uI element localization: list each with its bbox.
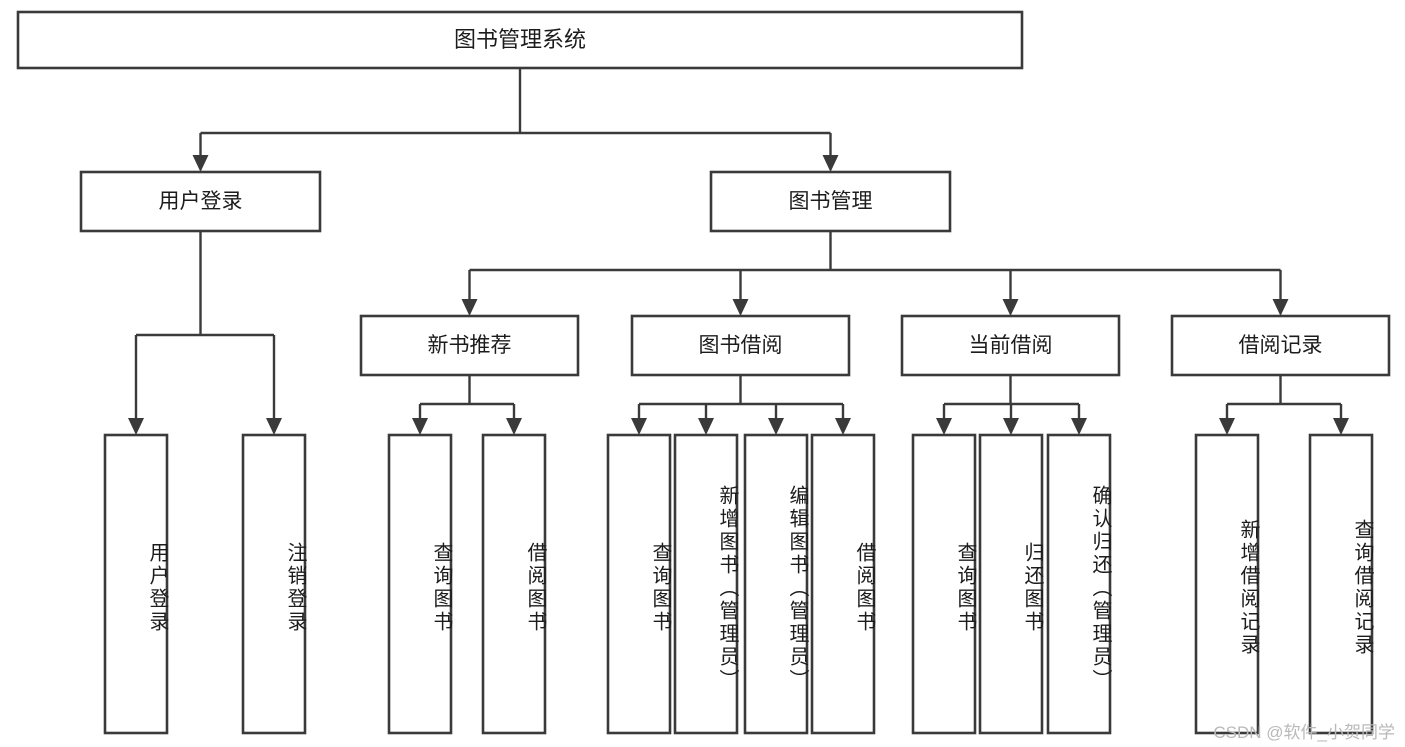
node-box-leaf-return-book[interactable] bbox=[978, 433, 1044, 735]
connector-layer bbox=[128, 68, 1349, 435]
arrow-head-icon-book-manage bbox=[822, 155, 839, 172]
node-box-leaf-add-record[interactable] bbox=[1194, 433, 1260, 735]
arrow-head-icon-new-book-rec bbox=[461, 299, 478, 316]
node-box-book-manage[interactable] bbox=[709, 170, 952, 233]
node-label-user-login: 用户登录 bbox=[159, 190, 243, 213]
node-box-leaf-edit-book[interactable] bbox=[743, 433, 809, 735]
node-label-book-borrow: 图书借阅 bbox=[699, 334, 783, 357]
node-box-leaf-add-book[interactable] bbox=[673, 433, 739, 735]
node-box-user-login[interactable] bbox=[79, 170, 322, 233]
arrow-head-icon-book-borrow bbox=[732, 299, 749, 316]
arrow-head-icon-current-borrow bbox=[1002, 299, 1019, 316]
watermark-text: CSDN @软件_小贺同学 bbox=[1213, 723, 1395, 742]
node-box-leaf-query-book-3[interactable] bbox=[911, 433, 977, 735]
node-box-leaf-query-book-2[interactable] bbox=[606, 433, 672, 735]
arrow-head-icon-leaf-return-book bbox=[1003, 418, 1019, 435]
arrow-head-icon-leaf-edit-book bbox=[768, 418, 784, 435]
arrow-head-icon-leaf-query-record bbox=[1333, 418, 1349, 435]
arrow-head-icon-leaf-borrow-book-2 bbox=[835, 418, 851, 435]
arrow-head-icon-leaf-query-book-1 bbox=[412, 418, 428, 435]
arrow-head-icon-leaf-query-book-3 bbox=[936, 418, 952, 435]
node-label-current-borrow: 当前借阅 bbox=[969, 334, 1053, 357]
node-label-new-book-rec: 新书推荐 bbox=[428, 334, 512, 357]
node-box-leaf-borrow-book-1[interactable] bbox=[481, 433, 547, 735]
node-box-leaf-borrow-book-2[interactable] bbox=[810, 433, 876, 735]
node-box-root[interactable] bbox=[16, 10, 1024, 70]
page-title: 图书管理系统 bbox=[454, 27, 586, 52]
node-box-borrow-record[interactable] bbox=[1170, 314, 1391, 377]
node-box-book-borrow[interactable] bbox=[630, 314, 851, 377]
arrow-head-icon-leaf-query-book-2 bbox=[631, 418, 647, 435]
node-label-borrow-record: 借阅记录 bbox=[1239, 334, 1323, 357]
arrow-head-icon-user-login bbox=[192, 155, 209, 172]
node-box-leaf-user-login[interactable] bbox=[103, 433, 169, 735]
node-box-leaf-query-book-1[interactable] bbox=[387, 433, 453, 735]
arrow-head-icon-leaf-borrow-book-1 bbox=[506, 418, 522, 435]
arrow-head-icon-leaf-user-login bbox=[128, 418, 144, 435]
arrow-head-icon-leaf-confirm-return bbox=[1071, 418, 1087, 435]
node-box-new-book-rec[interactable] bbox=[359, 314, 580, 377]
node-box-layer bbox=[16, 10, 1391, 735]
node-box-leaf-user-logout[interactable] bbox=[241, 433, 307, 735]
arrow-head-icon-leaf-add-book bbox=[698, 418, 714, 435]
arrow-head-icon-borrow-record bbox=[1272, 299, 1289, 316]
node-box-current-borrow[interactable] bbox=[900, 314, 1121, 377]
arrow-head-icon-leaf-add-record bbox=[1219, 418, 1235, 435]
arrow-head-icon-leaf-user-logout bbox=[266, 418, 282, 435]
node-box-leaf-confirm-return[interactable] bbox=[1046, 433, 1112, 735]
node-box-leaf-query-record[interactable] bbox=[1308, 433, 1374, 735]
node-label-book-manage: 图书管理 bbox=[789, 190, 873, 213]
